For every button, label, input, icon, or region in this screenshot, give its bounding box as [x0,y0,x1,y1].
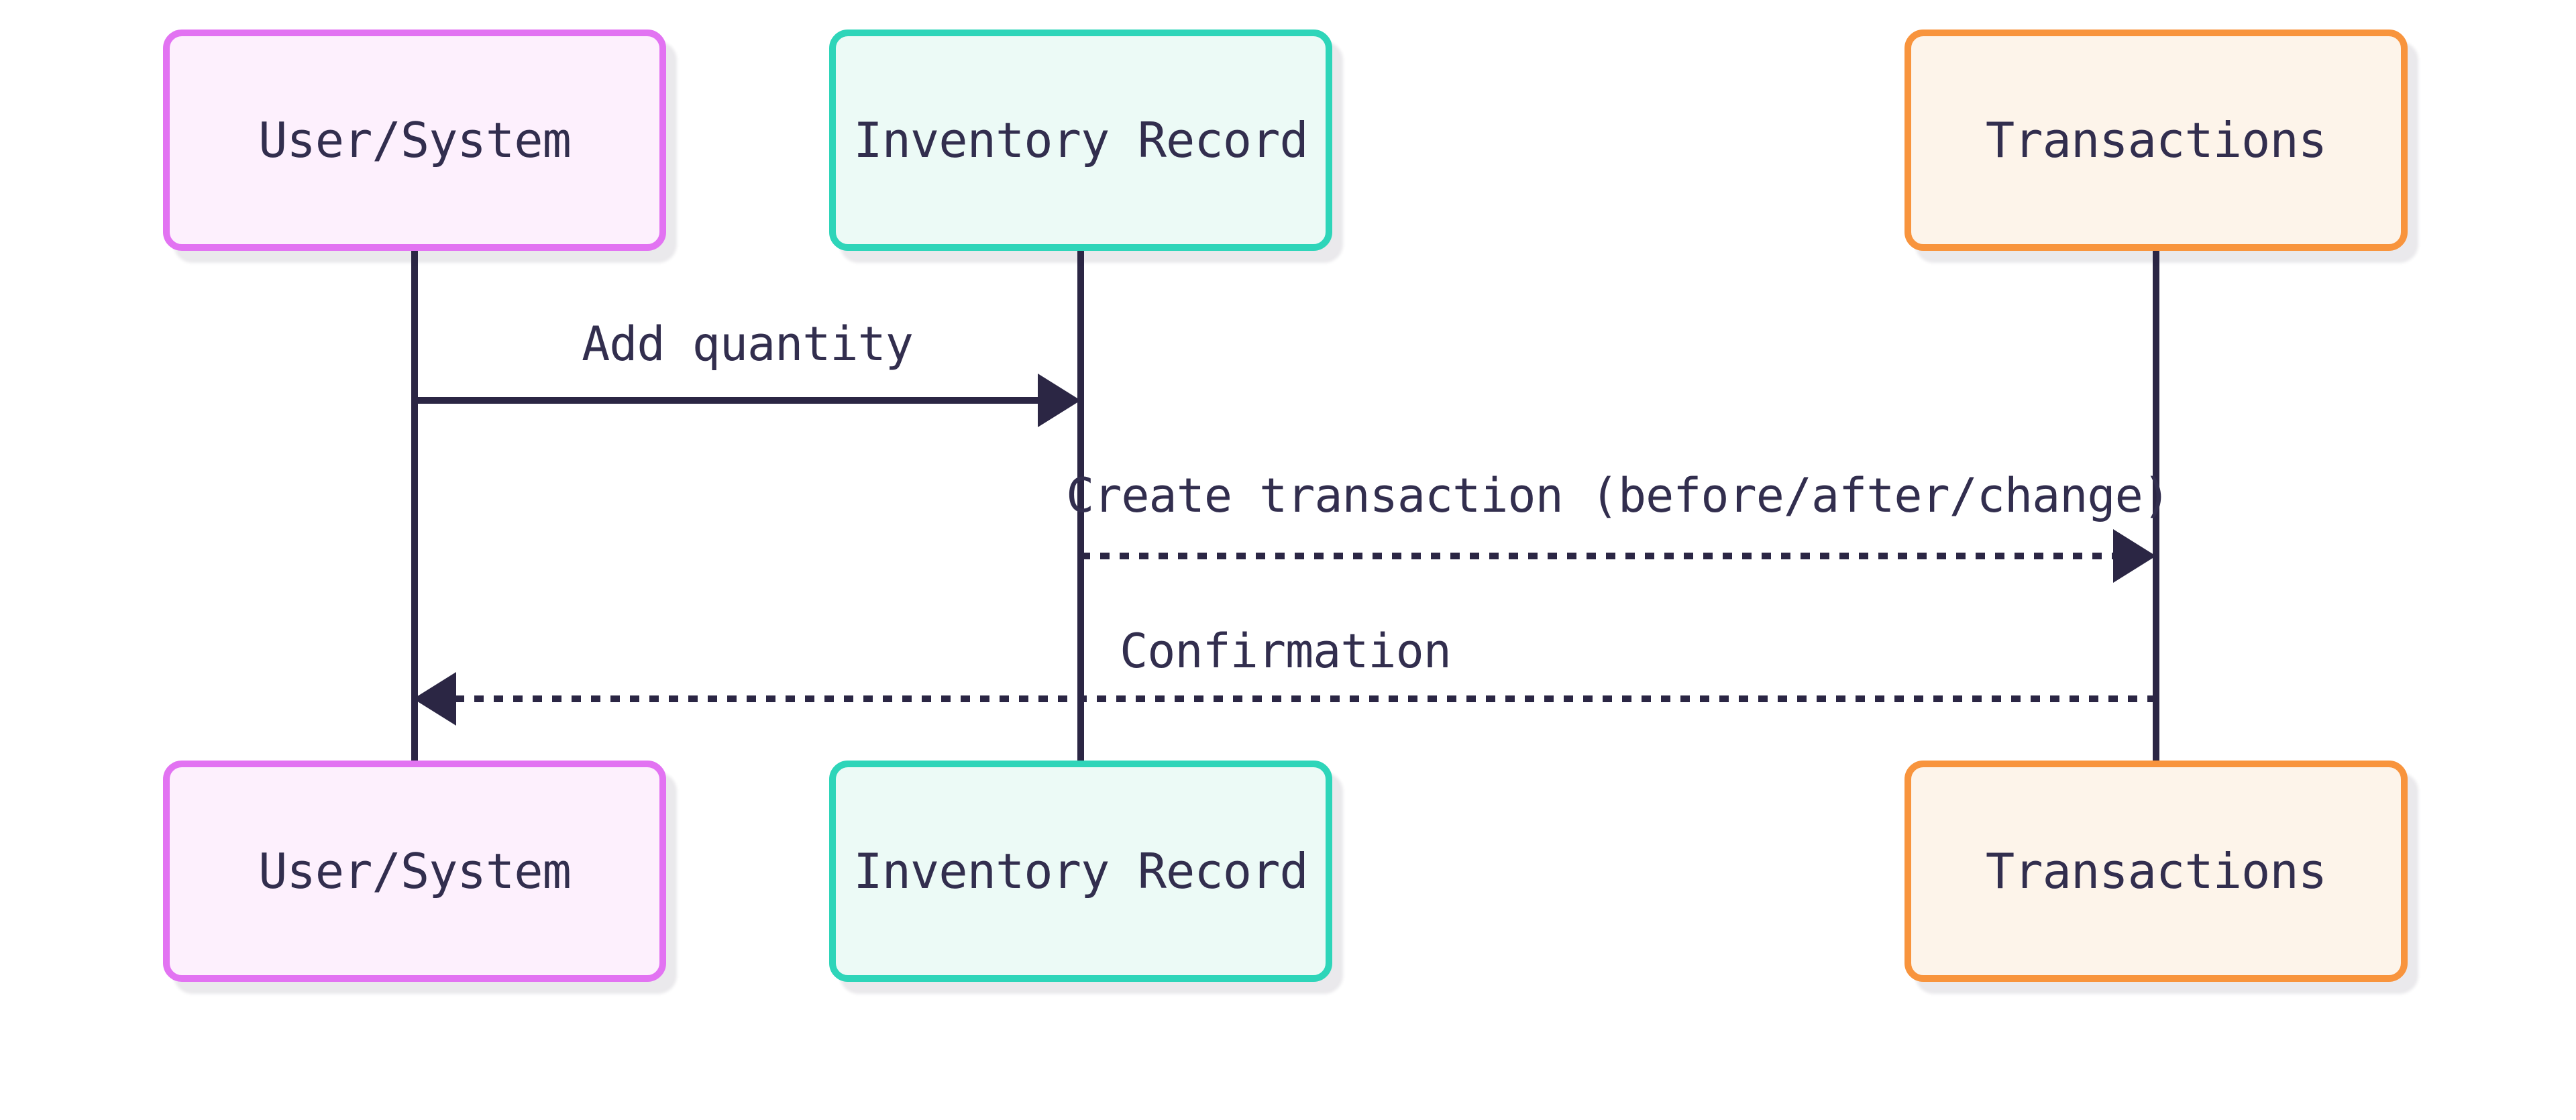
message-line-add-quantity [415,397,1042,404]
lifeline-inventory-record [1077,248,1084,763]
lifeline-user-system [411,248,418,763]
actor-label: Inventory Record [853,112,1309,168]
actor-label: Inventory Record [853,843,1309,899]
message-label-confirmation: Confirmation [1120,624,1452,679]
actor-box-inventory-record-top: Inventory Record [829,30,1332,251]
message-line-confirmation [455,695,2156,702]
message-line-create-transaction [1081,553,2117,559]
actor-box-transactions-bottom: Transactions [1904,761,2408,982]
actor-box-transactions-top: Transactions [1904,30,2408,251]
actor-label: User/System [258,112,572,168]
arrowhead-left-icon [413,672,456,726]
arrowhead-right-icon [1038,374,1081,427]
lifeline-transactions [2153,248,2159,763]
message-label-add-quantity: Add quantity [582,317,914,372]
message-label-create-transaction: Create transaction (before/after/change) [1066,468,2171,523]
actor-box-user-system-bottom: User/System [163,761,666,982]
actor-label: User/System [258,843,572,899]
actor-label: Transactions [1985,112,2327,168]
arrowhead-right-icon [2113,529,2156,583]
actor-label: Transactions [1985,843,2327,899]
actor-box-user-system-top: User/System [163,30,666,251]
actor-box-inventory-record-bottom: Inventory Record [829,761,1332,982]
